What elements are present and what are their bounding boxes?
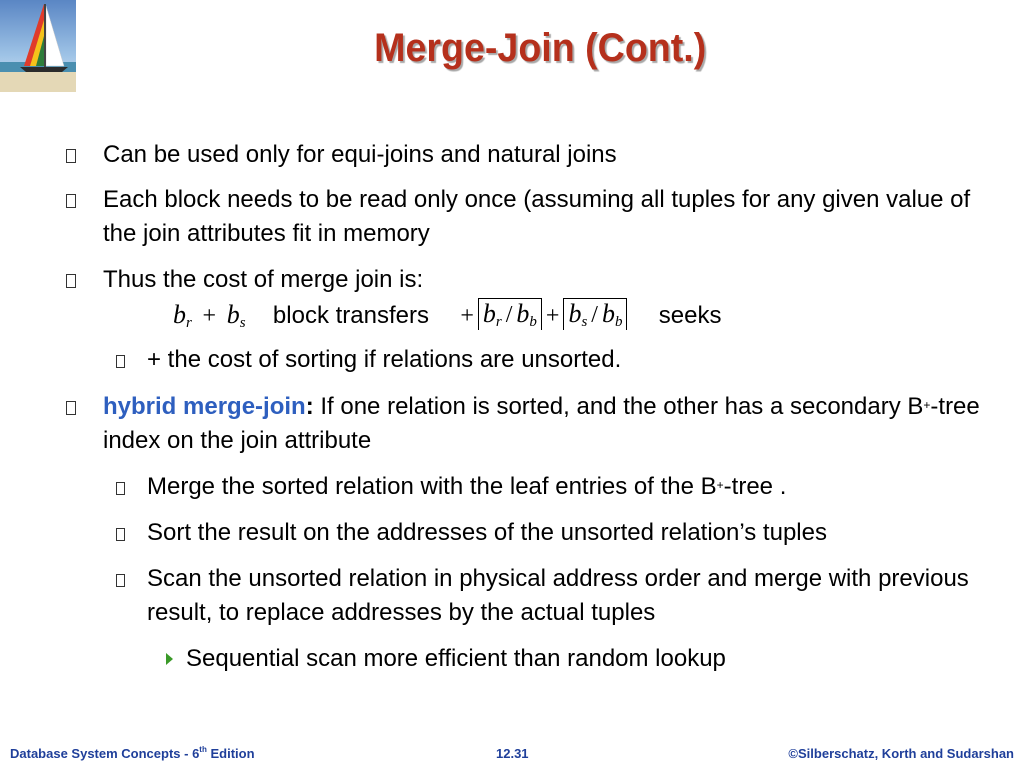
square-bullet-icon — [66, 401, 76, 415]
slide-title: Merge-Join (Cont.) — [374, 26, 707, 70]
hybrid-merge-join-term: hybrid merge-join — [103, 393, 306, 420]
ceiling-br-bb: br/bb — [477, 297, 542, 330]
sub-item-merge: Merge the sorted relation with the leaf … — [147, 473, 787, 500]
square-bullet-icon — [116, 355, 125, 368]
square-bullet-icon — [66, 194, 76, 208]
seeks-label: seeks — [658, 302, 722, 329]
square-bullet-icon — [66, 274, 76, 288]
ceiling-bs-bb: bs/bb — [563, 297, 628, 330]
square-bullet-icon — [66, 149, 76, 163]
sailboat-logo — [0, 0, 76, 92]
bullet-cost: Thus the cost of merge join is: — [103, 266, 424, 293]
sorting-cost-note: + the cost of sorting if relations are u… — [147, 346, 622, 373]
footer-slide-number: 12.31 — [496, 746, 529, 761]
square-bullet-icon — [116, 482, 125, 495]
sub-sub-item-sequential-scan: Sequential scan more efficient than rand… — [186, 645, 726, 672]
sub-item-scan: Scan the unsorted relation in physical a… — [147, 565, 969, 626]
block-transfers-label: block transfers — [272, 302, 429, 329]
cost-formula: br + bs block transfers +br/bb+bs/bb see… — [173, 297, 722, 331]
sub-item-sort: Sort the result on the addresses of the … — [147, 519, 827, 546]
triangle-bullet-icon — [166, 653, 173, 665]
square-bullet-icon — [116, 574, 125, 587]
square-bullet-icon — [116, 528, 125, 541]
footer-book-title: Database System Concepts - 6th Edition — [10, 745, 255, 761]
bullet-read-once: Each block needs to be read only once (a… — [103, 186, 971, 247]
bullet-equi-joins: Can be used only for equi-joins and natu… — [103, 141, 617, 168]
bullet-hybrid-merge-join: hybrid merge-join: If one relation is so… — [103, 393, 980, 454]
footer-copyright: ©Silberschatz, Korth and Sudarshan — [788, 746, 1014, 761]
